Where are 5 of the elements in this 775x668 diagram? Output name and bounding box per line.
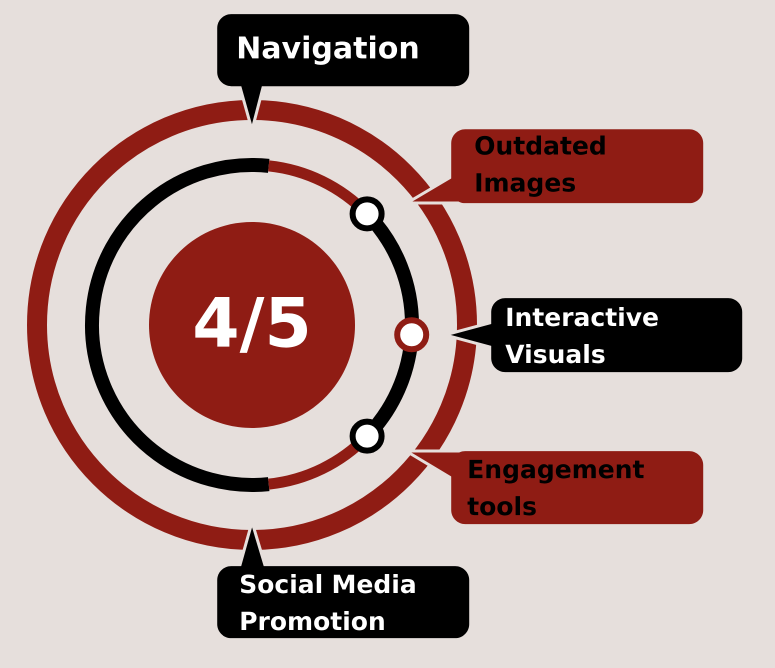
speech-bubble: Engagement tools [404,449,704,524]
speech-bubble: Interactive Visuals [444,298,742,372]
speech-bubble: Outdated Images [406,129,704,204]
speech-bubble: Social Media Promotion [217,520,470,638]
speech-bubble: Navigation [217,14,470,132]
